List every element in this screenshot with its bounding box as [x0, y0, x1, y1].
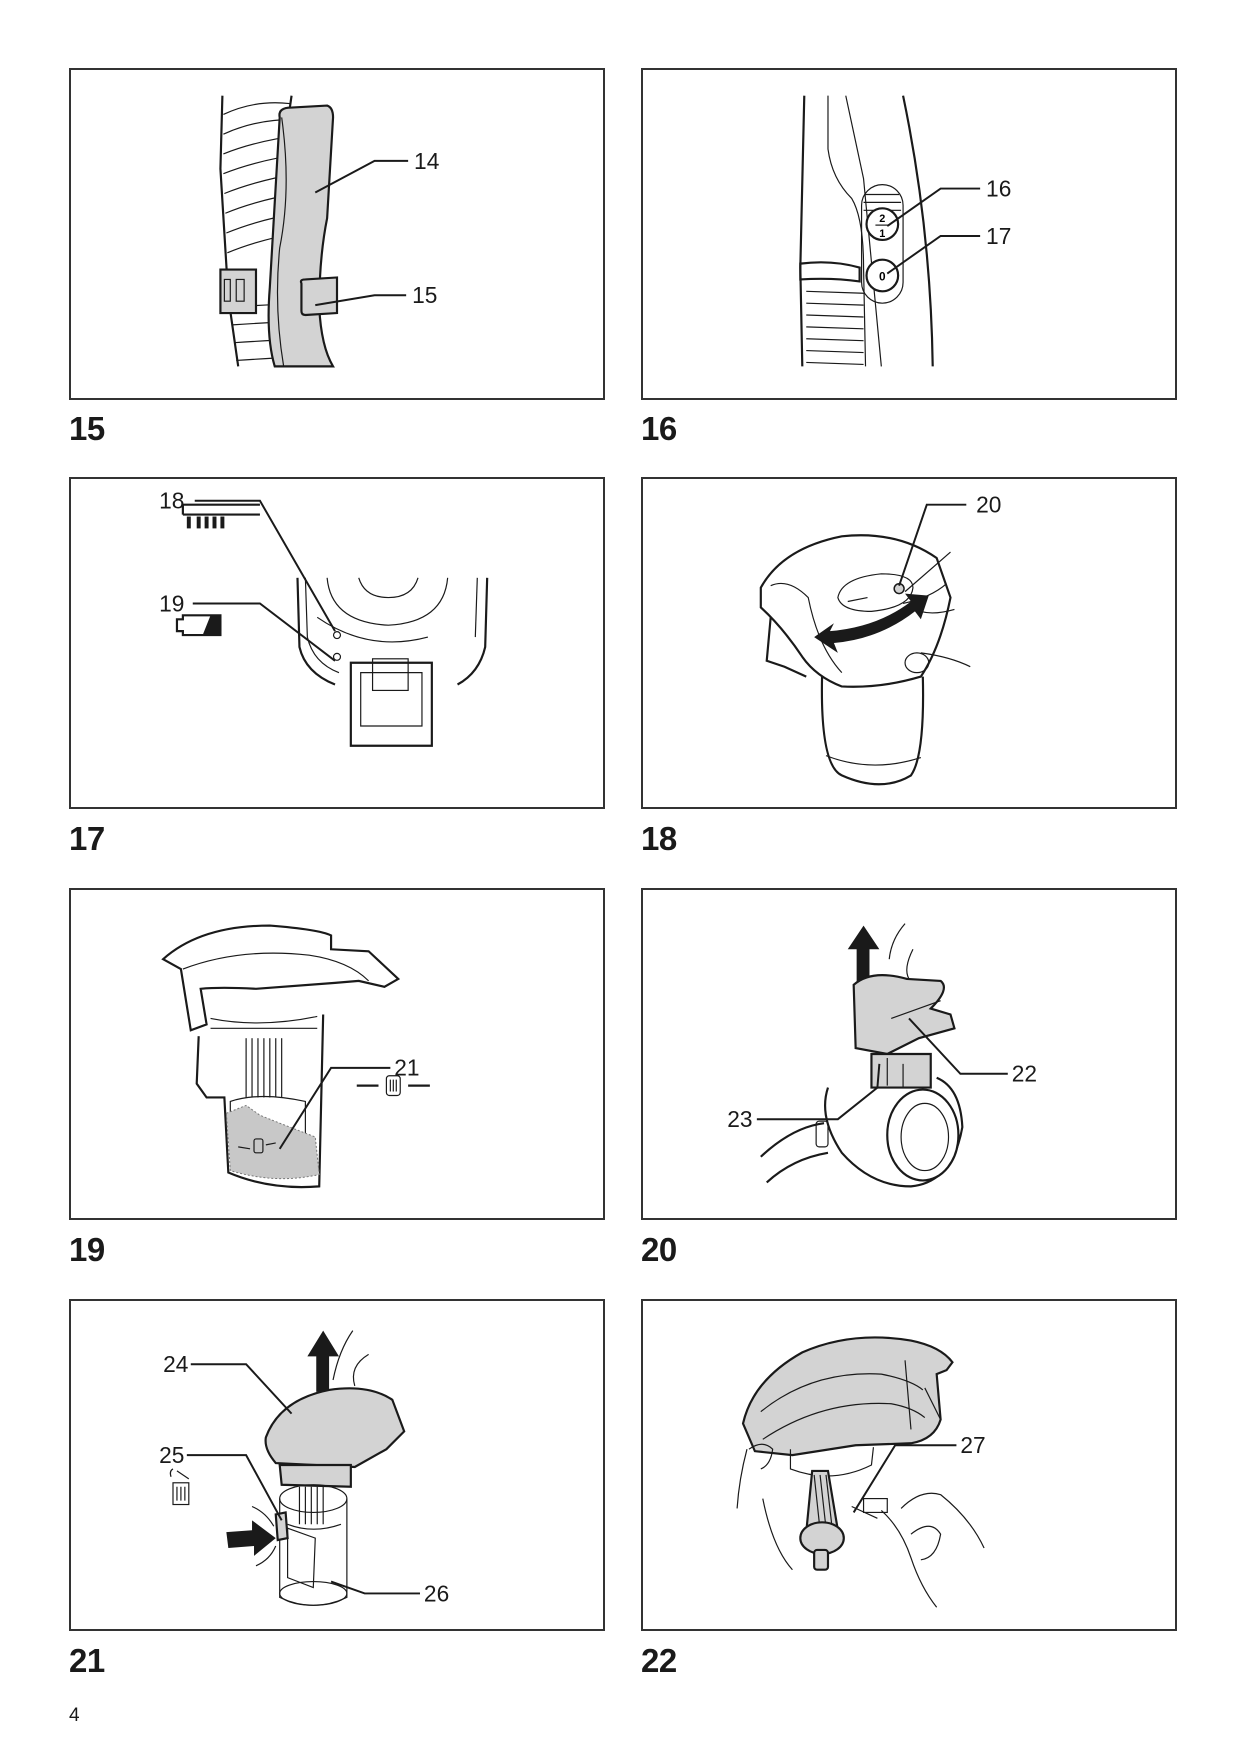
- callout-15: 15: [412, 282, 437, 308]
- indicator-lamps-illustration: 18 19: [159, 488, 489, 747]
- figure-number-22: 22: [641, 1642, 677, 1679]
- callout-20: 20: [976, 492, 1001, 518]
- clean-filter-illustration: 27: [736, 1336, 986, 1608]
- remove-filter-unit-illustration: 22 23: [727, 923, 1037, 1188]
- callout-26: 26: [424, 1580, 449, 1606]
- off-label-0: 0: [879, 269, 886, 283]
- figure-20-panel: 22 23: [641, 888, 1177, 1220]
- callout-19: 19: [159, 590, 184, 616]
- speed-label-2: 2: [879, 213, 885, 225]
- lamp-18: [332, 631, 342, 640]
- off-button: [865, 258, 900, 293]
- speed-label-1: 1: [879, 228, 885, 240]
- max-dust-mark-icon: [238, 1138, 276, 1154]
- figure-number-16: 16: [641, 410, 677, 447]
- hose-strap-illustration: 14 15: [219, 95, 439, 368]
- callout-16: 16: [986, 175, 1011, 201]
- figure-18-panel: 20: [641, 477, 1177, 809]
- callout-27: 27: [960, 1432, 985, 1458]
- figure-15-panel: 14 15: [69, 68, 605, 400]
- figure-number-18: 18: [641, 820, 677, 857]
- brush-icon: [181, 503, 260, 529]
- callout-14: 14: [414, 148, 439, 174]
- handle-switch-illustration: 2 1 0 16 17: [799, 95, 1011, 367]
- callout-22: 22: [1012, 1061, 1037, 1087]
- callout-24: 24: [163, 1351, 188, 1377]
- dust-level-illustration: 21: [161, 924, 430, 1189]
- figure-number-19: 19: [69, 1231, 105, 1268]
- callout-23: 23: [727, 1106, 752, 1132]
- up-arrow-icon: [847, 925, 880, 985]
- figure-number-20: 20: [641, 1231, 677, 1268]
- trash-bin-open-icon: [169, 1468, 190, 1506]
- callout-17: 17: [986, 223, 1011, 249]
- figure-19-panel: 21: [69, 888, 605, 1220]
- figure-number-17: 17: [69, 820, 105, 857]
- rotate-arrow-icon: [814, 593, 929, 653]
- figure-17-panel: 18 19: [69, 477, 605, 809]
- figure-number-15: 15: [69, 410, 105, 447]
- callout-18: 18: [159, 488, 184, 514]
- lamp-19: [332, 652, 342, 661]
- battery-low-icon: [175, 614, 222, 637]
- callout-25: 25: [159, 1442, 184, 1468]
- empty-dust-case-illustration: 24 25 26: [159, 1330, 449, 1606]
- figure-22-panel: 27: [641, 1299, 1177, 1631]
- figure-number-21: 21: [69, 1642, 105, 1679]
- callout-21: 21: [394, 1055, 419, 1081]
- rotate-dust-case-illustration: 20: [759, 492, 1001, 786]
- speed-switch-button: [865, 207, 900, 242]
- figure-16-panel: 2 1 0 16 17: [641, 68, 1177, 400]
- page-number: 4: [69, 1705, 80, 1726]
- trash-bin-icon: [356, 1075, 430, 1097]
- figure-21-panel: 24 25 26: [69, 1299, 605, 1631]
- up-arrow-icon: [307, 1330, 339, 1392]
- push-arrow-icon: [226, 1520, 276, 1556]
